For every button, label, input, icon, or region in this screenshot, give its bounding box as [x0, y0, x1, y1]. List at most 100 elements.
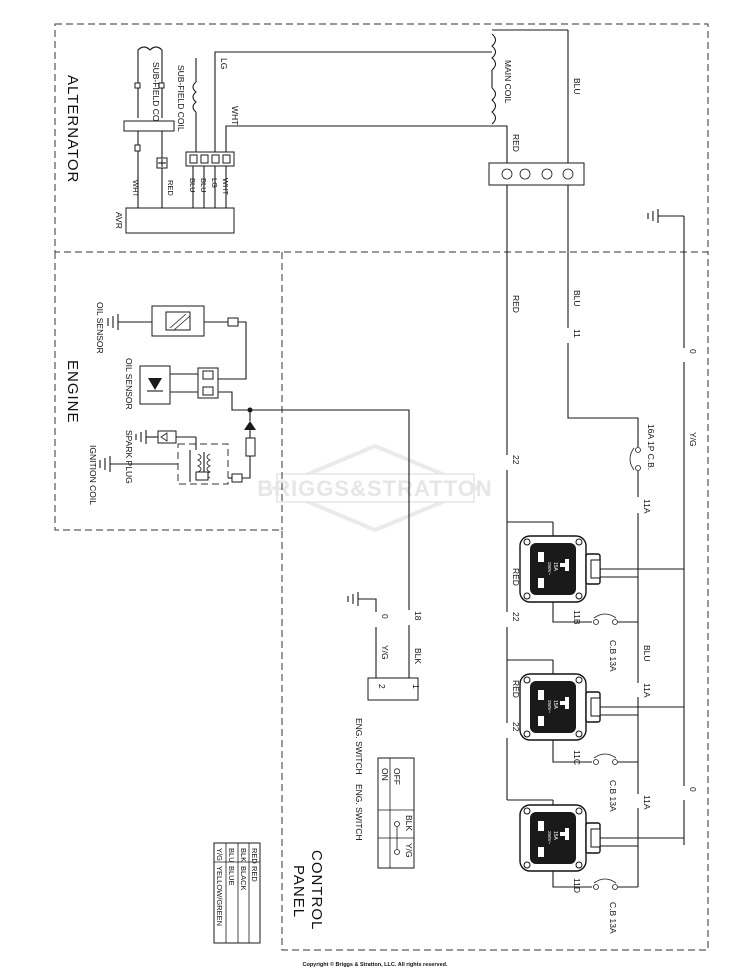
- legend-name-3: BLUE: [227, 866, 236, 886]
- blu-label-3: BLU: [642, 645, 652, 662]
- switch-wire-0-label: 0: [380, 614, 390, 619]
- avr-wire-wht: WHT: [131, 180, 140, 197]
- copyright: Copyright © Briggs & Stratton, LLC. All …: [302, 961, 448, 968]
- wht-label: WHT: [230, 106, 240, 125]
- breaker-3-label: C.B 13A: [608, 902, 618, 934]
- lg-wire: [214, 51, 492, 152]
- avr-box: [125, 207, 235, 234]
- main-coil-winding-a: [491, 33, 497, 71]
- yg-label: Y/G: [688, 432, 698, 447]
- outlet-1-amps: 15A: [552, 562, 558, 572]
- section-borders: [54, 23, 709, 951]
- legend-code-4: Y/G: [215, 848, 224, 861]
- sub-field-coil-a-label: SUB-FIELD COIL: [151, 62, 161, 129]
- oil-sensor-2-label: OIL SENSOR: [124, 358, 134, 410]
- wire-11-label: 11: [572, 329, 582, 338]
- main-breaker: [629, 430, 641, 497]
- eng-switch-table-blk: BLK: [404, 815, 414, 831]
- red-top-label: RED: [511, 134, 521, 152]
- outlet-3-amps: 15A: [552, 831, 558, 841]
- sub-field-coil-b-winding: [192, 81, 197, 113]
- outlet-3-volts: 250V~: [547, 831, 552, 845]
- red-label-2: RED: [511, 568, 521, 586]
- oil-sensor-2-box: [139, 365, 171, 405]
- terminal-label-2: BLU: [199, 178, 208, 193]
- blk-label: BLK: [413, 648, 423, 664]
- legend-name-1: RED: [250, 866, 259, 882]
- ignition-coil-label: IGNITION COIL: [88, 445, 98, 505]
- control-panel-title-1: CONTROL: [308, 850, 325, 930]
- breaker-2: [593, 753, 638, 765]
- breaker-2-label: C.B 13A: [608, 780, 618, 812]
- wire-11a-label-2: 11A: [642, 683, 652, 698]
- blu-to-breaker: [567, 343, 639, 430]
- blu-top-label: BLU: [572, 78, 582, 95]
- watermark: BRIGGS&STRATTON: [257, 443, 492, 533]
- wire-11a-label-3: 11A: [642, 795, 652, 810]
- outlet-1: 15A 250V~: [507, 521, 684, 623]
- eng-switch: 0 Y/G 2 1 ENG. SWITCH: [347, 592, 421, 775]
- red-trunk-label: RED: [511, 295, 521, 313]
- wht-wire: [225, 125, 492, 152]
- breaker-1-label: C.B 13A: [608, 640, 618, 672]
- lower-border: [54, 252, 709, 951]
- legend-code-2: BLK: [239, 848, 248, 862]
- outlet-2: 15A 250V~: [507, 659, 684, 763]
- wire-11c-label: 11C: [572, 750, 582, 765]
- sub-field-coil-a-winding: [137, 46, 163, 51]
- sub-field-coil-core: [123, 120, 175, 132]
- eng-switch-table-on: ON: [380, 768, 390, 781]
- terminal-label-3: LG: [210, 178, 219, 188]
- legend-name-4: YELLOW/GREEN: [215, 866, 224, 926]
- sub-field-coil-b-label: SUB-FIELD COIL: [176, 65, 186, 132]
- eng-switch-ground-icon: [347, 592, 359, 606]
- alternator-connector: [488, 162, 585, 186]
- red-top-wire: [492, 125, 508, 165]
- control-panel-title-2: PANEL: [290, 865, 307, 918]
- eng-switch-box: [367, 677, 419, 701]
- spark-plug-label: SPARK PLUG: [124, 430, 134, 484]
- oil-sensor-1-ground-icon: [107, 314, 119, 330]
- legend-name-2: BLACK: [239, 866, 248, 891]
- lg-label: LG: [219, 58, 229, 69]
- wire-11d-label: 11D: [572, 878, 582, 893]
- spark-plug-icon: [135, 430, 177, 444]
- eng-switch-table-yg: Y/G: [404, 843, 414, 858]
- engine-title: ENGINE: [64, 360, 81, 424]
- breaker-3: [593, 878, 638, 890]
- oil-sensor-1-label: OIL SENSOR: [95, 302, 105, 354]
- eng-switch-table-off: OFF: [392, 768, 402, 785]
- legend-code-1: RED: [250, 848, 259, 864]
- wire-18-label: 18: [413, 611, 423, 621]
- terminal-block: [185, 151, 235, 167]
- avr-label: AVR: [114, 212, 124, 229]
- alternator-ground-icon: [647, 209, 684, 223]
- outlet-1-volts: 250V~: [547, 562, 552, 576]
- wire-11b-label: 11B: [572, 610, 582, 625]
- main-wiring: RED 22 RED 22 RED 22 BLU 11 16A 1P C.B. …: [506, 185, 698, 887]
- color-legend: RED RED BLK BLACK BLU BLUE Y/G YELLOW/GR…: [213, 842, 261, 944]
- wire-22-label-2: 22: [511, 612, 521, 622]
- engine-section: OIL SENSOR OIL SENSOR SPARK PLUG: [88, 302, 423, 678]
- eng-switch-label: ENG. SWITCH: [354, 718, 364, 775]
- alternator-section: SUB-FIELD COIL WHT RED AVR SUB-FIELD COI…: [114, 29, 684, 234]
- ignition-coil-icon: [189, 450, 211, 482]
- wire-0-label-1: 0: [688, 349, 698, 354]
- main-breaker-label: 16A 1P C.B.: [646, 424, 656, 470]
- main-coil-winding-b: [491, 87, 497, 125]
- wire-11a-label-1: 11A: [642, 499, 652, 514]
- main-coil-label: MAIN COIL: [503, 60, 513, 104]
- breaker-1: [593, 613, 638, 625]
- legend-code-3: BLU: [227, 848, 236, 863]
- terminal-label-4: WHT: [221, 178, 230, 195]
- outlet-2-amps: 15A: [552, 700, 558, 710]
- watermark-text: BRIGGS&STRATTON: [257, 476, 492, 501]
- wire-22-label-1: 22: [511, 455, 521, 465]
- avr-wire-red: RED: [166, 180, 175, 196]
- outlet-3: 15A 250V~: [507, 799, 684, 888]
- switch-wire-yg-label: Y/G: [380, 645, 390, 660]
- eng-switch-table-label: ENG. SWITCH: [354, 784, 364, 841]
- outlet-2-volts: 250V~: [547, 700, 552, 714]
- wire-22-label-3: 22: [511, 722, 521, 732]
